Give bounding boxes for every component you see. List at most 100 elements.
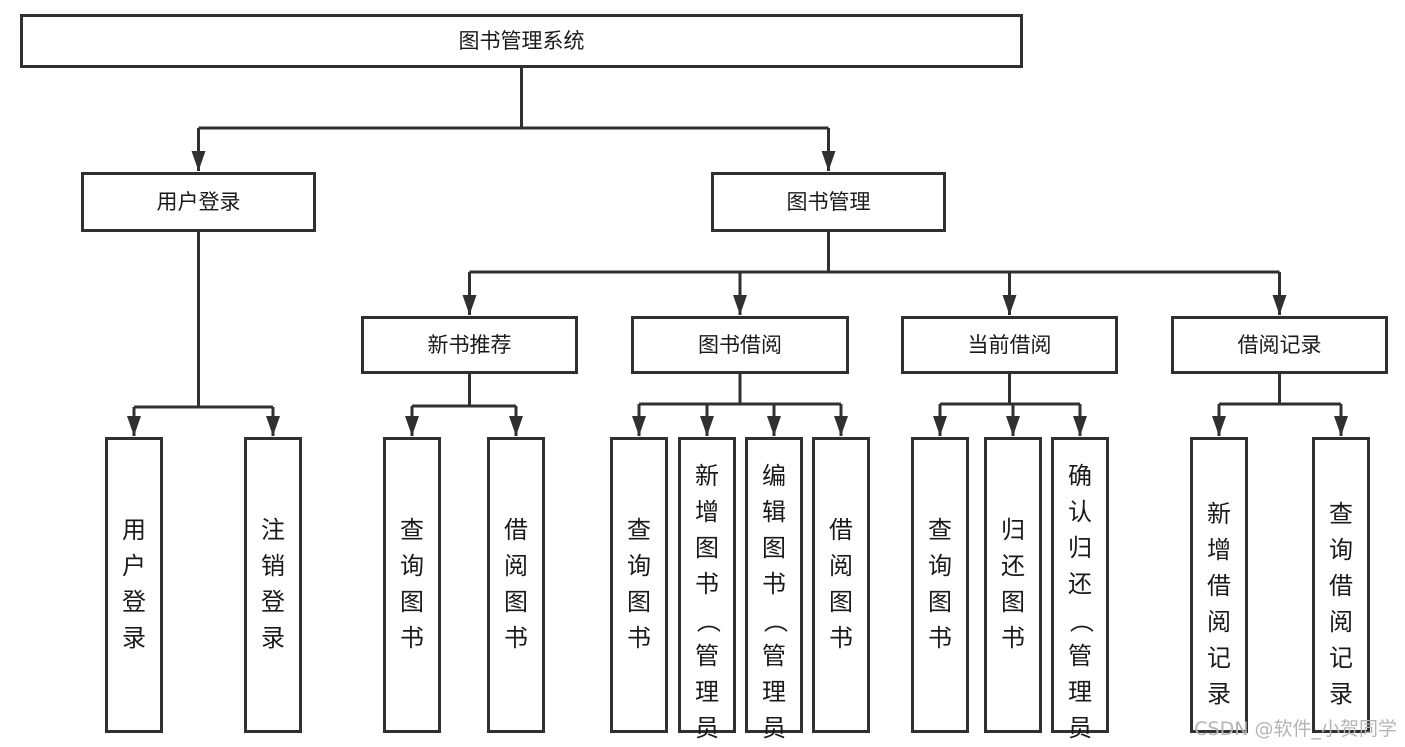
node-label-char: 图 <box>829 588 853 616</box>
arrow-head-icon <box>821 151 836 171</box>
node-label-char: 阅 <box>504 552 528 580</box>
node-label-char: 借 <box>1329 572 1353 600</box>
node-label-char: 管 <box>762 642 786 670</box>
node-label-char: 增 <box>1207 536 1231 564</box>
node-box-leaf-br-query[interactable] <box>610 437 668 733</box>
node-box-leaf-br-borrow[interactable] <box>812 437 870 733</box>
connector-group <box>1212 374 1348 436</box>
arrow-head-icon <box>191 151 206 171</box>
node-label-char: 员 <box>695 714 719 742</box>
node-label-char: 登 <box>261 588 285 616</box>
node-box-leaf-cur-return[interactable] <box>984 437 1042 733</box>
node-label-char: 图 <box>928 588 952 616</box>
tree-node[interactable]: 图书管理系统 <box>20 14 1023 68</box>
arrow-head-icon <box>834 416 848 436</box>
arrow-head-icon <box>266 416 280 436</box>
connector-group <box>405 374 523 436</box>
arrow-head-icon <box>733 295 747 315</box>
node-box-leaf-cur-confirm[interactable] <box>1051 437 1109 733</box>
node-box-leaf-new-query[interactable] <box>383 437 441 733</box>
node-box-leaf-new-borrow[interactable] <box>487 437 545 733</box>
node-box-bookmgmt[interactable] <box>711 172 946 232</box>
connector-group <box>127 232 280 436</box>
node-label-char: 增 <box>695 498 719 526</box>
node-label-char: 理 <box>695 678 719 706</box>
node-box-leaf-rec-query[interactable] <box>1312 437 1370 733</box>
node-label-char: 户 <box>122 552 146 580</box>
tree-node[interactable]: 用户登录 <box>105 437 163 733</box>
arrow-head-icon <box>462 295 477 315</box>
tree-node[interactable]: 借阅记录 <box>1171 316 1388 374</box>
tree-node[interactable]: 当前借阅 <box>901 316 1118 374</box>
node-label-char: 图 <box>504 588 528 616</box>
node-box-borrow[interactable] <box>631 316 849 374</box>
node-box-leaf-user-login[interactable] <box>105 437 163 733</box>
tree-node[interactable]: 图书借阅 <box>631 316 849 374</box>
node-label-char: 阅 <box>1207 608 1231 636</box>
node-box-newbook[interactable] <box>361 316 578 374</box>
node-box-leaf-br-add[interactable] <box>678 437 736 733</box>
node-label-char: 辑 <box>762 498 786 526</box>
node-label-char: 阅 <box>1329 608 1353 636</box>
tree-node[interactable]: 图书管理 <box>711 172 946 232</box>
node-label-char: 新 <box>1207 500 1231 528</box>
node-label-char: 询 <box>928 552 952 580</box>
node-label-char: 管 <box>1068 642 1092 670</box>
node-label-char: 记 <box>1207 644 1231 672</box>
node-box-login[interactable] <box>81 172 316 232</box>
node-box-current[interactable] <box>901 316 1118 374</box>
node-label-char: （ <box>761 609 789 633</box>
node-label-char: 录 <box>1207 680 1231 708</box>
arrow-head-icon <box>1006 416 1020 436</box>
node-label-bookmgmt: 图书管理 <box>787 190 871 214</box>
node-box-leaf-rec-add[interactable] <box>1190 437 1248 733</box>
node-box-record[interactable] <box>1171 316 1388 374</box>
tree-node[interactable]: 用户登录 <box>81 172 316 232</box>
node-box-root[interactable] <box>20 14 1023 68</box>
node-label-char: 借 <box>829 516 853 544</box>
arrow-head-icon <box>700 416 714 436</box>
node-box-leaf-user-logout[interactable] <box>244 437 302 733</box>
node-label-char: 新 <box>695 462 719 490</box>
node-label-char: 确 <box>1068 462 1092 490</box>
node-label-char: 书 <box>504 624 528 652</box>
node-layer: 图书管理系统用户登录图书管理新书推荐图书借阅当前借阅借阅记录用户登录注销登录查询… <box>20 14 1388 747</box>
node-label-login: 用户登录 <box>157 190 241 214</box>
node-label-char: 图 <box>1001 588 1025 616</box>
node-box-leaf-br-edit[interactable] <box>745 437 803 733</box>
arrow-head-icon <box>405 416 419 436</box>
node-box-leaf-cur-query[interactable] <box>911 437 969 733</box>
connector-layer <box>127 68 1348 436</box>
arrow-head-icon <box>632 416 646 436</box>
node-label-char: 书 <box>762 570 786 598</box>
node-label-char: 书 <box>400 624 424 652</box>
arrow-head-icon <box>1272 295 1287 315</box>
node-label-record: 借阅记录 <box>1238 333 1322 357</box>
tree-node[interactable]: 新书推荐 <box>361 316 578 374</box>
node-label-newbook: 新书推荐 <box>428 333 512 357</box>
arrow-head-icon <box>1073 416 1087 436</box>
